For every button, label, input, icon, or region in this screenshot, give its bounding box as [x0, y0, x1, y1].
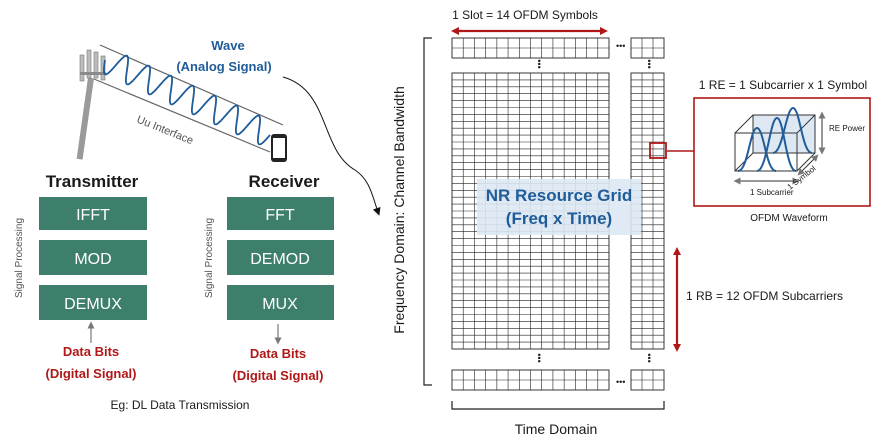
tx-signal-processing-label: Signal Processing	[14, 218, 25, 298]
grid-top-strip-side	[630, 37, 665, 59]
analog-wave	[103, 54, 271, 146]
rx-block-mux: MUX	[227, 285, 334, 320]
frequency-bracket	[423, 37, 432, 386]
grid-bottom-strip	[451, 369, 610, 391]
ellipsis-bottom: •••	[616, 377, 625, 387]
grid-title: NR Resource Grid	[486, 186, 632, 205]
grid-subtitle: (Freq x Time)	[506, 209, 612, 228]
rx-block-demod-label: DEMOD	[250, 251, 310, 268]
phone-icon	[271, 134, 287, 162]
rx-block-fft: FFT	[227, 197, 334, 230]
cell-tower-icon	[76, 49, 106, 160]
tx-digital-signal-label: (Digital Signal)	[46, 366, 137, 381]
transmitter-title: Transmitter	[46, 172, 139, 191]
ellipsis-side-bottom: •••	[644, 353, 654, 362]
analog-signal-label: (Analog Signal)	[176, 59, 271, 74]
grid-title-backdrop	[477, 179, 641, 235]
time-domain-label: Time Domain	[515, 421, 598, 437]
tx-block-ifft-label: IFFT	[76, 207, 110, 224]
curved-pointer-arrow	[282, 76, 381, 216]
tx-block-demux-label: DEMUX	[64, 296, 122, 313]
slot-label: 1 Slot = 14 OFDM Symbols	[452, 8, 598, 22]
tx-block-demux: DEMUX	[39, 285, 147, 320]
grid-bottom-strip-side	[630, 369, 665, 391]
re-power-label: RE Power	[829, 124, 865, 133]
tx-data-bits-label: Data Bits	[63, 344, 119, 359]
grid-top-strip	[451, 37, 610, 59]
tx-block-mod: MOD	[39, 240, 147, 275]
wave-label: Wave	[211, 38, 244, 53]
re-cube-illustration	[733, 106, 826, 185]
rb-label: 1 RB = 12 OFDM Subcarriers	[686, 289, 843, 303]
rx-data-bits-label: Data Bits	[250, 346, 306, 361]
tx-block-ifft: IFFT	[39, 197, 147, 230]
rx-digital-signal-label: (Digital Signal)	[233, 368, 324, 383]
dl-caption: Eg: DL Data Transmission	[111, 398, 250, 412]
time-bracket	[451, 401, 665, 410]
rx-block-demod: DEMOD	[227, 240, 334, 275]
rx-signal-processing-label: Signal Processing	[204, 218, 215, 298]
ofdm-waveform-label: OFDM Waveform	[750, 213, 827, 224]
re-title: 1 RE = 1 Subcarrier x 1 Symbol	[699, 78, 867, 92]
tx-block-mod-label: MOD	[74, 251, 111, 268]
ellipsis-side-top: •••	[644, 59, 654, 68]
ellipsis-main-bottom: •••	[534, 353, 544, 362]
uu-interface-label: Uu Interface	[135, 114, 195, 148]
rx-block-fft-label: FFT	[265, 207, 295, 224]
receiver-title: Receiver	[249, 172, 320, 191]
ellipsis-main-top: •••	[534, 59, 544, 68]
frequency-domain-label: Frequency Domain: Channel Bandwidth	[391, 86, 407, 333]
highlighted-resource-element	[649, 142, 667, 159]
rx-block-mux-label: MUX	[262, 296, 298, 313]
ellipsis-top: •••	[616, 41, 625, 51]
re-subcarrier-label: 1 Subcarrier	[750, 188, 794, 197]
